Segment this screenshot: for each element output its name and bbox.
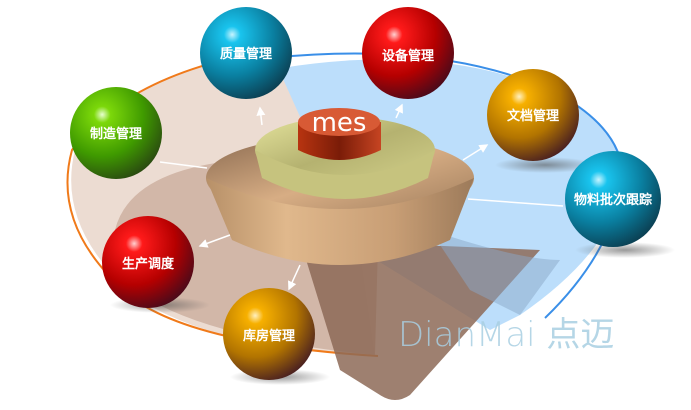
production-scheduling-sphere-icon xyxy=(102,216,194,308)
connectors xyxy=(159,103,564,291)
manufacturing-label: 制造管理 xyxy=(90,126,142,142)
middle-tier-side xyxy=(255,150,435,199)
module-document[interactable]: 文档管理 xyxy=(487,69,579,161)
module-production-scheduling[interactable]: 生产调度 xyxy=(102,216,194,308)
batch-tracking-sphere-icon xyxy=(565,151,661,247)
module-equipment[interactable]: 设备管理 xyxy=(362,7,454,99)
production-scheduling-label: 生产调度 xyxy=(122,256,175,272)
mes-label: mes xyxy=(312,108,367,138)
equipment-sphere-icon xyxy=(362,7,454,99)
warehouse-sphere-icon xyxy=(223,288,315,380)
equipment-label: 设备管理 xyxy=(382,48,434,64)
mes-cylinder-top xyxy=(298,108,380,136)
module-manufacturing[interactable]: 制造管理 xyxy=(70,87,162,179)
quality-label: 质量管理 xyxy=(220,46,272,62)
module-quality[interactable]: 质量管理 xyxy=(200,7,292,99)
watermark: DianMai 点迈 xyxy=(398,315,614,355)
module-warehouse[interactable]: 库房管理 xyxy=(223,288,315,380)
batch-tracking-label: 物料批次跟踪 xyxy=(574,192,652,208)
quality-sphere-icon xyxy=(200,7,292,99)
base-tier-side xyxy=(206,178,474,265)
warehouse-label: 库房管理 xyxy=(243,328,295,344)
document-sphere-icon xyxy=(487,69,579,161)
document-label: 文档管理 xyxy=(507,108,559,124)
manufacturing-sphere-icon xyxy=(70,87,162,179)
module-batch-tracking[interactable]: 物料批次跟踪 xyxy=(565,151,661,247)
